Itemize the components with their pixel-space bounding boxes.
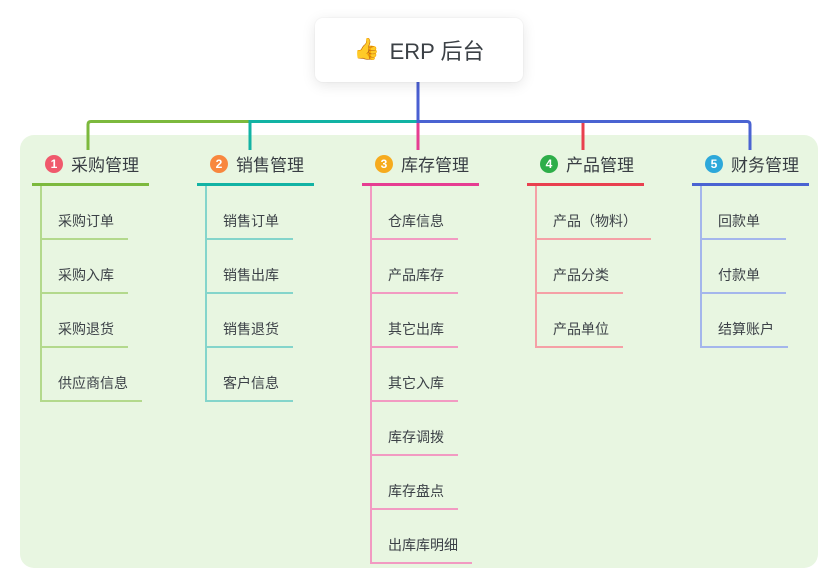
child-label: 产品分类 bbox=[553, 267, 609, 283]
mindmap-board bbox=[20, 135, 818, 568]
branch-head-node[interactable]: 3 库存管理 bbox=[362, 148, 479, 186]
child-label: 销售出库 bbox=[223, 267, 279, 283]
child-node[interactable]: 库存盘点 bbox=[370, 456, 458, 510]
child-node[interactable]: 其它入库 bbox=[370, 348, 458, 402]
branch-label: 库存管理 bbox=[401, 156, 469, 175]
child-node[interactable]: 供应商信息 bbox=[40, 348, 142, 402]
branch-采购管理: 1 采购管理 采购订单采购入库采购退货供应商信息 bbox=[32, 148, 149, 402]
child-node[interactable]: 回款单 bbox=[700, 186, 786, 240]
child-node[interactable]: 付款单 bbox=[700, 240, 786, 294]
branch-children: 销售订单销售出库销售退货客户信息 bbox=[205, 186, 314, 402]
branch-number-badge: 3 bbox=[375, 154, 393, 173]
child-label: 结算账户 bbox=[718, 321, 774, 337]
child-label: 采购入库 bbox=[58, 267, 114, 283]
branch-label: 产品管理 bbox=[566, 156, 634, 175]
child-label: 产品库存 bbox=[388, 267, 444, 283]
child-label: 付款单 bbox=[718, 267, 760, 283]
branch-number-badge: 4 bbox=[540, 154, 558, 173]
child-node[interactable]: 产品分类 bbox=[535, 240, 623, 294]
child-node[interactable]: 客户信息 bbox=[205, 348, 293, 402]
branch-head-node[interactable]: 2 销售管理 bbox=[197, 148, 314, 186]
child-label: 库存盘点 bbox=[388, 483, 444, 499]
branch-产品管理: 4 产品管理 产品（物料） 产品分类产品单位 bbox=[527, 148, 651, 348]
child-node[interactable]: 仓库信息 bbox=[370, 186, 458, 240]
branch-children: 产品（物料） 产品分类产品单位 bbox=[535, 186, 651, 348]
root-title: ERP 后台 bbox=[389, 39, 485, 64]
branch-children: 仓库信息产品库存其它出库其它入库库存调拨库存盘点出库库明细 bbox=[370, 186, 479, 564]
child-label: 回款单 bbox=[718, 213, 760, 229]
branch-number-badge: 5 bbox=[705, 154, 723, 173]
child-node[interactable]: 产品库存 bbox=[370, 240, 458, 294]
child-node[interactable]: 采购退货 bbox=[40, 294, 128, 348]
child-node[interactable]: 产品（物料） bbox=[535, 186, 651, 240]
child-node[interactable]: 其它出库 bbox=[370, 294, 458, 348]
child-node[interactable]: 销售退货 bbox=[205, 294, 293, 348]
child-node[interactable]: 出库库明细 bbox=[370, 510, 472, 564]
child-node[interactable]: 采购订单 bbox=[40, 186, 128, 240]
child-label: 采购订单 bbox=[58, 213, 114, 229]
branch-财务管理: 5 财务管理 回款单付款单结算账户 bbox=[692, 148, 809, 348]
child-label: 出库库明细 bbox=[388, 537, 458, 553]
branch-head-node[interactable]: 4 产品管理 bbox=[527, 148, 644, 186]
child-label: 仓库信息 bbox=[388, 213, 444, 229]
child-label: 产品单位 bbox=[553, 321, 609, 337]
branch-head-node[interactable]: 5 财务管理 bbox=[692, 148, 809, 186]
branch-children: 采购订单采购入库采购退货供应商信息 bbox=[40, 186, 149, 402]
child-node[interactable]: 结算账户 bbox=[700, 294, 788, 348]
child-node[interactable]: 采购入库 bbox=[40, 240, 128, 294]
branch-children: 回款单付款单结算账户 bbox=[700, 186, 809, 348]
branch-销售管理: 2 销售管理 销售订单销售出库销售退货客户信息 bbox=[197, 148, 314, 402]
child-label: 客户信息 bbox=[223, 375, 279, 391]
child-node[interactable]: 销售出库 bbox=[205, 240, 293, 294]
branch-label: 采购管理 bbox=[71, 156, 139, 175]
child-label: 供应商信息 bbox=[58, 375, 128, 391]
thumbs-up-icon: 👍 bbox=[353, 38, 380, 61]
child-label: 产品（物料） bbox=[553, 213, 637, 229]
branch-label: 销售管理 bbox=[236, 156, 304, 175]
child-label: 销售订单 bbox=[223, 213, 279, 229]
branch-label: 财务管理 bbox=[731, 156, 799, 175]
root-node[interactable]: 👍 ERP 后台 bbox=[315, 18, 523, 82]
branch-number-badge: 1 bbox=[45, 154, 63, 173]
child-label: 其它入库 bbox=[388, 375, 444, 391]
branch-head-node[interactable]: 1 采购管理 bbox=[32, 148, 149, 186]
child-label: 采购退货 bbox=[58, 321, 114, 337]
child-node[interactable]: 库存调拨 bbox=[370, 402, 458, 456]
child-label: 销售退货 bbox=[223, 321, 279, 337]
child-node[interactable]: 产品单位 bbox=[535, 294, 623, 348]
branch-库存管理: 3 库存管理 仓库信息产品库存其它出库其它入库库存调拨库存盘点出库库明细 bbox=[362, 148, 479, 564]
child-node[interactable]: 销售订单 bbox=[205, 186, 293, 240]
child-label: 其它出库 bbox=[388, 321, 444, 337]
child-label: 库存调拨 bbox=[388, 429, 444, 445]
branch-number-badge: 2 bbox=[210, 154, 228, 173]
